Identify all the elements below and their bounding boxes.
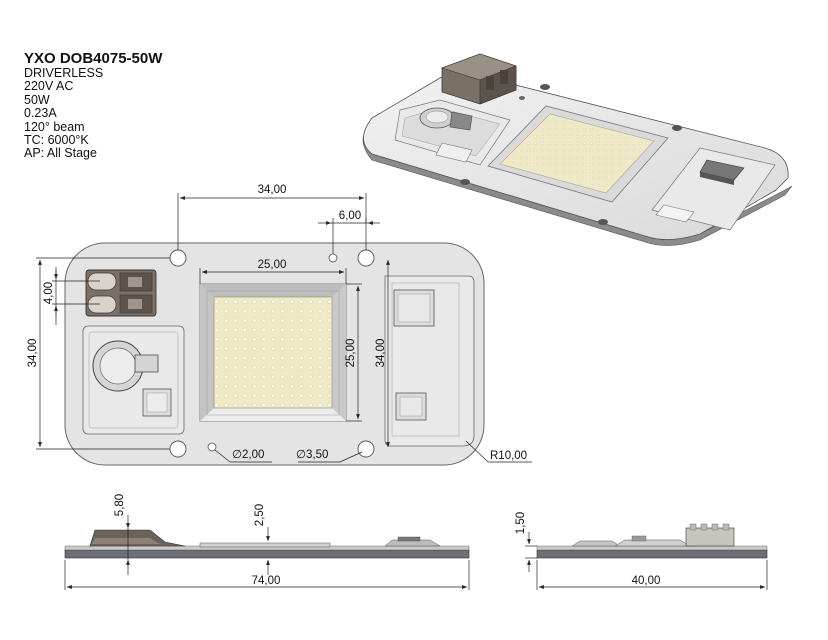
dim-component-height: 5,80 xyxy=(114,494,126,516)
mount-hole-icon xyxy=(169,440,187,458)
front-view xyxy=(64,242,485,466)
side-width-dimension-labels: 40,00 1,50 xyxy=(515,512,660,587)
dim-hole-spacing-height: 34,00 xyxy=(375,339,387,368)
dim-board-thickness: 1,50 xyxy=(515,512,527,534)
dim-led-width: 25,00 xyxy=(258,259,287,271)
dim-connector-pitch: 4,00 xyxy=(43,282,55,304)
dim-mount-hole-diameter: ∅3,50 xyxy=(296,449,328,461)
led-array xyxy=(214,297,332,408)
product-title: YXO DOB4075-50W xyxy=(24,50,163,67)
connector-icon xyxy=(85,269,157,317)
side-view-length xyxy=(64,529,470,559)
dim-overall-height: 34,00 xyxy=(27,339,39,368)
spec-line-drive: DRIVERLESS xyxy=(24,66,104,80)
dim-corner-radius: R10,00 xyxy=(490,450,527,462)
dim-small-hole-offset: 6,00 xyxy=(339,210,361,222)
spec-block: YXO DOB4075-50W DRIVERLESS 220V AC 50W 0… xyxy=(24,50,224,161)
iso-connector-icon xyxy=(441,53,517,105)
dim-overall-length: 74,00 xyxy=(252,575,281,587)
side-length-dimension-lines xyxy=(64,515,470,590)
dim-led-height: 25,00 xyxy=(345,339,357,368)
small-hole-icon xyxy=(207,442,217,452)
side-led-lens xyxy=(199,542,331,548)
rectifier-icon xyxy=(134,354,159,373)
side-width-dimension-lines xyxy=(525,532,768,590)
dim-overall-width: 40,00 xyxy=(632,575,661,587)
side-board xyxy=(64,549,470,559)
iso-led-array xyxy=(504,117,650,189)
spec-line-power: 50W xyxy=(24,92,50,107)
spec-line-color-temp: TC: 6000°K xyxy=(24,133,89,148)
front-dimension-lines xyxy=(36,193,532,463)
isometric-view xyxy=(362,53,793,246)
spec-line-current: 0.23A xyxy=(24,106,57,121)
small-hole-icon xyxy=(328,253,338,263)
mount-hole-icon xyxy=(169,249,187,267)
mount-hole-icon xyxy=(357,440,375,458)
iso-hole-icon xyxy=(672,125,682,131)
iso-hole-icon xyxy=(598,219,608,225)
side-length-dimension-labels: 74,00 5,80 2,50 xyxy=(114,494,280,587)
front-dimension-labels: 34,00 6,00 25,00 25,00 34,00 34,00 4,00 … xyxy=(27,184,527,462)
side-board-width xyxy=(536,549,768,559)
dim-lens-height: 2,50 xyxy=(254,504,266,526)
side-view-width xyxy=(536,523,768,559)
iso-hole-icon xyxy=(460,179,470,185)
side-connector-width xyxy=(685,523,735,547)
spec-line-beam: 120° beam xyxy=(24,119,85,134)
dim-hole-spacing-width: 34,00 xyxy=(258,184,287,196)
iso-hole-icon xyxy=(540,84,550,90)
spec-line-voltage: 220V AC xyxy=(24,79,74,94)
mount-hole-icon xyxy=(357,249,375,267)
dim-small-hole-diameter: ∅2,00 xyxy=(232,449,264,461)
spec-line-application: AP: All Stage xyxy=(24,146,97,161)
